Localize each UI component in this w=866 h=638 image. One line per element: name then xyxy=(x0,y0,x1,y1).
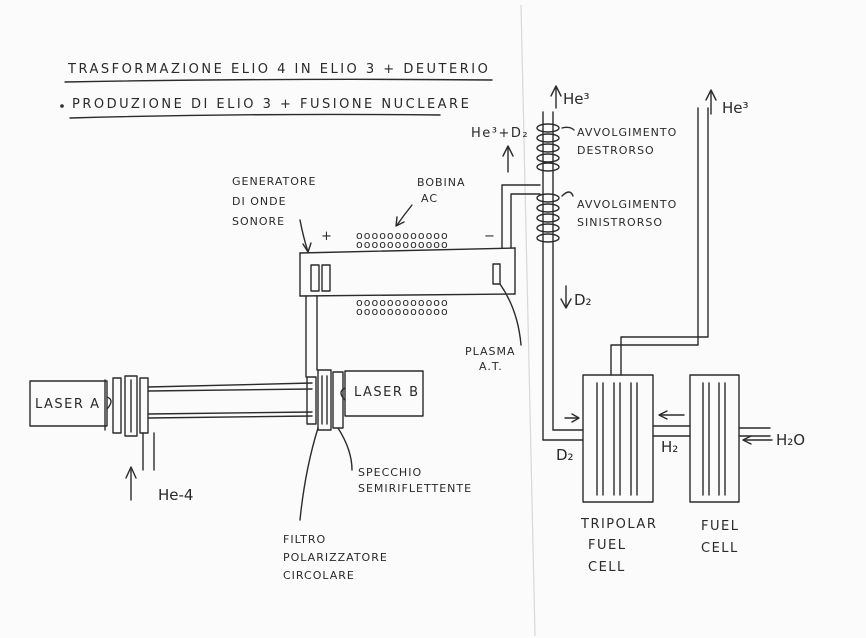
electrode-plus: + xyxy=(321,229,333,244)
title-underline-2 xyxy=(69,113,441,119)
he3-right-arrow xyxy=(705,89,717,115)
minus-electrode xyxy=(492,263,501,285)
bobina-label-1: BOBINA xyxy=(417,176,466,189)
d2-down-arrow xyxy=(560,285,572,309)
ac-coil-bottom: oooooooooooo oooooooooooo xyxy=(356,296,449,318)
generatore-pointer xyxy=(299,219,309,253)
winding-sinistrorso xyxy=(536,193,560,243)
h2-label: H₂ xyxy=(661,438,678,456)
generatore-label-1: GENERATORE xyxy=(232,175,317,188)
filtro-label-3: CIRCOLARE xyxy=(283,569,355,582)
he4-inlet-pipe xyxy=(142,432,155,471)
laser-b-label: LASER B xyxy=(354,385,419,400)
svg-text:oooooooooooo: oooooooooooo xyxy=(356,238,449,251)
specchio-pointer xyxy=(337,427,353,471)
generatore-label-3: SONORE xyxy=(232,215,285,228)
specchio-label-2: SEMIRIFLETTENTE xyxy=(358,482,472,495)
title-line-1: TRASFORMAZIONE ELIO 4 IN ELIO 3 + DEUTER… xyxy=(67,62,490,77)
plasma-label-1: PLASMA xyxy=(465,345,516,358)
he3-left-arrow xyxy=(550,85,562,109)
plasma-chamber xyxy=(299,247,516,297)
he3-right-label: He³ xyxy=(722,99,749,117)
title-line-2: PRODUZIONE DI ELIO 3 + FUSIONE NUCLEARE xyxy=(72,97,471,112)
tripolar-fuel-cell xyxy=(582,374,654,503)
he3-d2-label: He³+D₂ xyxy=(471,126,529,141)
fuel-cell xyxy=(689,374,740,503)
laser-a-flange xyxy=(104,375,149,437)
laser-a: LASER A xyxy=(29,380,112,427)
plasma-pointer xyxy=(499,283,522,346)
he4-arrow xyxy=(125,466,137,501)
ac-coil-top: oooooooooooo oooooooooooo xyxy=(356,229,449,251)
filtro-label-2: POLARIZZATORE xyxy=(283,551,388,564)
sound-generator-electrodes xyxy=(310,264,331,292)
tripolar-label-1: TRIPOLAR xyxy=(580,517,657,532)
avv-sinistro-label-1: AVVOLGIMENTO xyxy=(577,198,677,211)
svg-text:oooooooooooo: oooooooooooo xyxy=(356,305,449,318)
laser-a-label: LASER A xyxy=(35,397,100,412)
avv-destro-label-1: AVVOLGIMENTO xyxy=(577,126,677,139)
mirror-filter-stack xyxy=(306,369,344,431)
d2-bottom-label: D₂ xyxy=(556,446,574,464)
avv-destro-label-2: DESTRORSO xyxy=(577,144,655,157)
helium4-tube xyxy=(147,382,313,419)
filtro-label-1: FILTRO xyxy=(283,533,326,546)
specchio-label-1: SPECCHIO xyxy=(358,466,422,479)
tripolar-label-3: CELL xyxy=(588,560,626,575)
he3-d2-arrow xyxy=(502,145,514,173)
riser-pipe xyxy=(305,295,318,378)
d2-feed-arrow xyxy=(564,413,580,423)
electrode-minus: − xyxy=(484,229,496,244)
bobina-label-2: AC xyxy=(421,192,438,205)
svg-text:oooooooooooo: oooooooooooo xyxy=(356,229,449,242)
svg-text:oooooooooooo: oooooooooooo xyxy=(356,296,449,309)
page-fold-line xyxy=(520,4,536,637)
d2-feed-pipe xyxy=(542,429,584,441)
filtro-pointer xyxy=(299,427,319,521)
d2-down-label: D₂ xyxy=(574,291,592,309)
tripolar-label-2: FUEL xyxy=(588,538,626,553)
he3-output-pipe xyxy=(610,107,709,376)
h2o-label: H₂O xyxy=(776,431,805,449)
separator-column xyxy=(542,111,554,441)
h2-pipe xyxy=(652,425,691,437)
bullet-dot xyxy=(60,104,64,108)
h2o-arrow xyxy=(742,435,773,445)
generatore-label-2: DI ONDE xyxy=(232,195,287,208)
he4-label: He-4 xyxy=(158,486,193,504)
avv-sinistro-label-2: SINISTRORSO xyxy=(577,216,663,229)
laser-b: LASER B xyxy=(340,370,424,417)
h2-arrow xyxy=(658,410,685,420)
outlet-pipe xyxy=(501,184,541,249)
fuelcell-label-1: FUEL xyxy=(701,519,739,534)
he3-left-label: He³ xyxy=(563,90,590,108)
title-underline-1 xyxy=(64,78,493,83)
bobina-pointer xyxy=(396,204,413,226)
fuelcell-label-2: CELL xyxy=(701,541,739,556)
winding-destrorso xyxy=(536,123,560,172)
h2o-pipe xyxy=(738,427,771,437)
plasma-label-2: A.T. xyxy=(479,360,503,373)
